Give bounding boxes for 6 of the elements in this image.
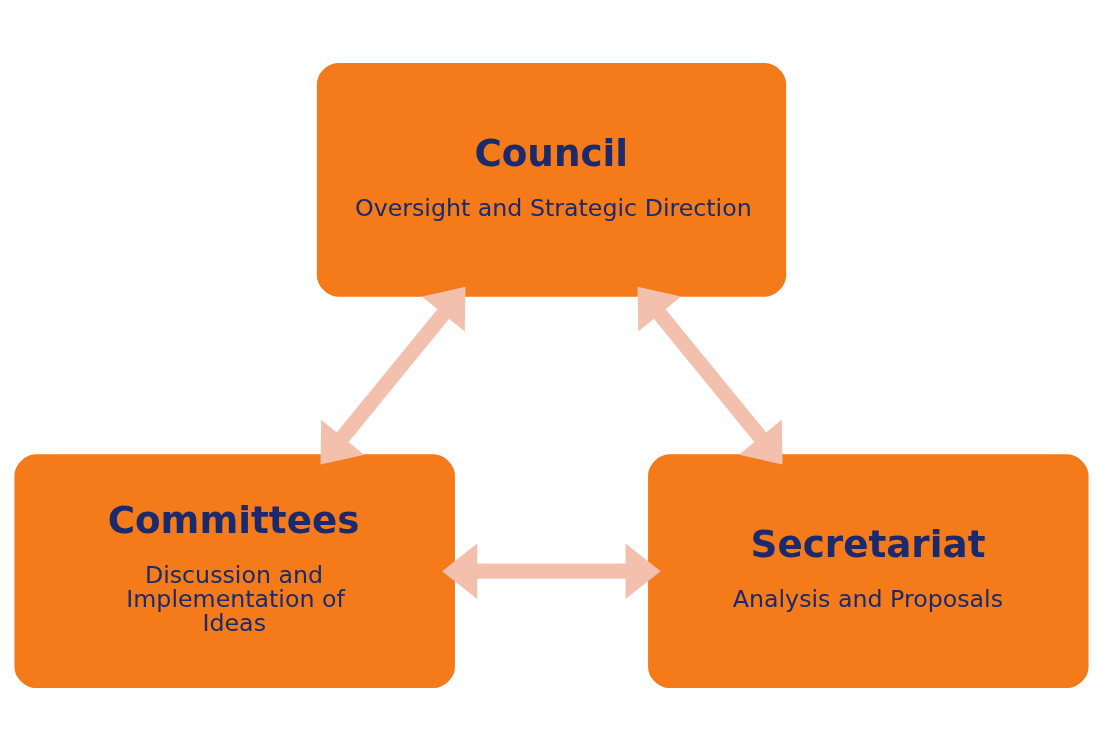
node-box: Secretariat Analysis and Proposals	[648, 454, 1089, 689]
arrow	[442, 543, 661, 599]
node-box: Committees Discussion and Implementation of Ideas	[14, 454, 455, 689]
arrow	[637, 286, 783, 465]
node-box: Council Oversight and Strategic Direction	[316, 62, 787, 297]
arrow	[320, 286, 466, 465]
